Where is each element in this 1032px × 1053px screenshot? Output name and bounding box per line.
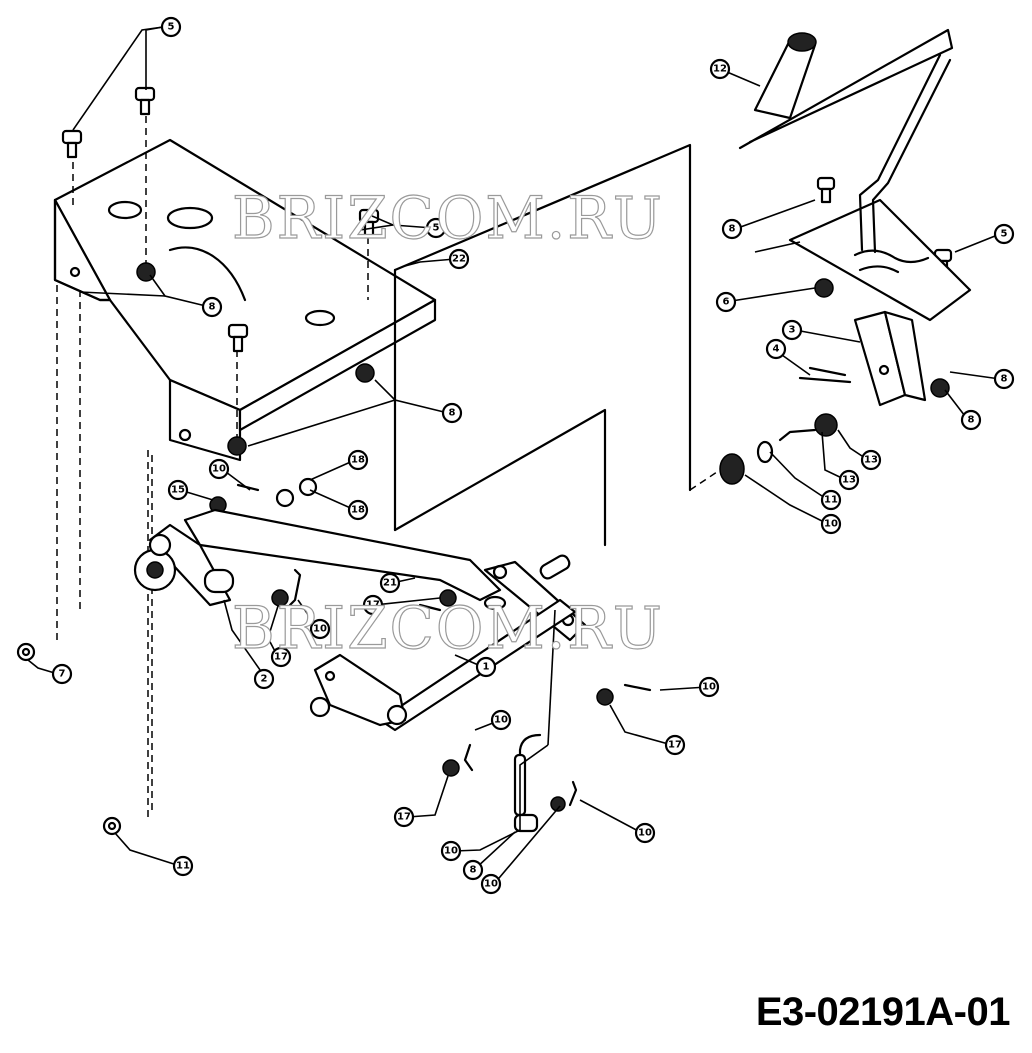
svg-text:18: 18 xyxy=(351,505,365,516)
callout: 10 xyxy=(634,822,656,844)
callout: 10 xyxy=(309,618,331,640)
svg-text:3: 3 xyxy=(789,325,796,336)
callout: 8 xyxy=(960,409,982,431)
nuts xyxy=(136,262,950,812)
svg-text:11: 11 xyxy=(824,495,838,506)
svg-text:15: 15 xyxy=(171,485,185,496)
main-bracket xyxy=(53,138,437,462)
callout: 5 xyxy=(425,217,447,239)
callout: 17 xyxy=(664,734,686,756)
svg-text:13: 13 xyxy=(864,455,878,466)
callout: 8 xyxy=(462,859,484,881)
svg-text:1: 1 xyxy=(483,662,490,673)
svg-text:5: 5 xyxy=(168,22,175,33)
callout: 5 xyxy=(993,223,1015,245)
svg-text:7: 7 xyxy=(59,669,66,680)
callout: 8 xyxy=(721,218,743,240)
callout: 10 xyxy=(440,840,462,862)
svg-text:17: 17 xyxy=(397,812,411,823)
callout: 17 xyxy=(393,806,415,828)
svg-text:11: 11 xyxy=(176,861,190,872)
callout: 13 xyxy=(860,449,882,471)
watermark-bottom: BRIZCOM.RU xyxy=(232,594,664,662)
callout: 10 xyxy=(208,458,230,480)
callout: 11 xyxy=(172,855,194,877)
svg-text:10: 10 xyxy=(313,624,327,635)
svg-text:8: 8 xyxy=(449,408,456,419)
callout: 10 xyxy=(490,709,512,731)
svg-text:17: 17 xyxy=(274,652,288,663)
spring-clips xyxy=(236,366,847,807)
svg-text:8: 8 xyxy=(729,224,736,235)
svg-text:17: 17 xyxy=(366,600,380,611)
callout: 8 xyxy=(993,368,1015,390)
svg-text:4: 4 xyxy=(773,344,780,355)
drawing-code: E3-02191A-01 xyxy=(755,990,1011,1034)
callout: 11 xyxy=(820,489,842,511)
callout: 10 xyxy=(480,873,502,895)
callouts: 5 12 5 22 8 8 5 8 6 3 4 8 8 10 18 15 18 … xyxy=(51,16,1015,895)
linkage-assembly xyxy=(133,508,587,833)
callout: 21 xyxy=(379,572,401,594)
svg-text:10: 10 xyxy=(494,715,508,726)
svg-text:22: 22 xyxy=(452,254,466,265)
svg-text:8: 8 xyxy=(209,302,216,313)
washers xyxy=(16,440,774,836)
callout: 13 xyxy=(838,469,860,491)
callout: 5 xyxy=(160,16,182,38)
svg-text:10: 10 xyxy=(824,519,838,530)
callout: 2 xyxy=(253,668,275,690)
svg-text:18: 18 xyxy=(351,455,365,466)
svg-text:12: 12 xyxy=(713,64,727,75)
callout: 10 xyxy=(820,513,842,535)
watermark-top: BRIZCOM.RU xyxy=(232,184,664,252)
svg-text:5: 5 xyxy=(1001,229,1008,240)
callout: 6 xyxy=(715,291,737,313)
guide-lines xyxy=(56,92,721,820)
callout: 7 xyxy=(51,663,73,685)
callout: 17 xyxy=(270,646,292,668)
callout: 4 xyxy=(765,338,787,360)
svg-text:17: 17 xyxy=(668,740,682,751)
callout: 1 xyxy=(475,656,497,678)
callout: 18 xyxy=(347,449,369,471)
callout: 12 xyxy=(709,58,731,80)
svg-text:10: 10 xyxy=(212,464,226,475)
callout: 3 xyxy=(781,319,803,341)
callout: 18 xyxy=(347,499,369,521)
svg-text:10: 10 xyxy=(702,682,716,693)
callout: 10 xyxy=(698,676,720,698)
svg-text:2: 2 xyxy=(261,674,268,685)
svg-text:8: 8 xyxy=(1001,374,1008,385)
callout: 17 xyxy=(362,594,384,616)
svg-text:6: 6 xyxy=(723,297,730,308)
svg-text:8: 8 xyxy=(968,415,975,426)
callout: 8 xyxy=(441,402,463,424)
svg-text:21: 21 xyxy=(383,578,397,589)
shift-assembly xyxy=(738,28,972,442)
svg-text:5: 5 xyxy=(433,223,440,234)
svg-text:8: 8 xyxy=(470,865,477,876)
callout: 8 xyxy=(201,296,223,318)
svg-text:10: 10 xyxy=(484,879,498,890)
svg-text:13: 13 xyxy=(842,475,856,486)
callout: 22 xyxy=(448,248,470,270)
svg-text:10: 10 xyxy=(444,846,458,857)
callout: 15 xyxy=(167,479,189,501)
svg-text:10: 10 xyxy=(638,828,652,839)
